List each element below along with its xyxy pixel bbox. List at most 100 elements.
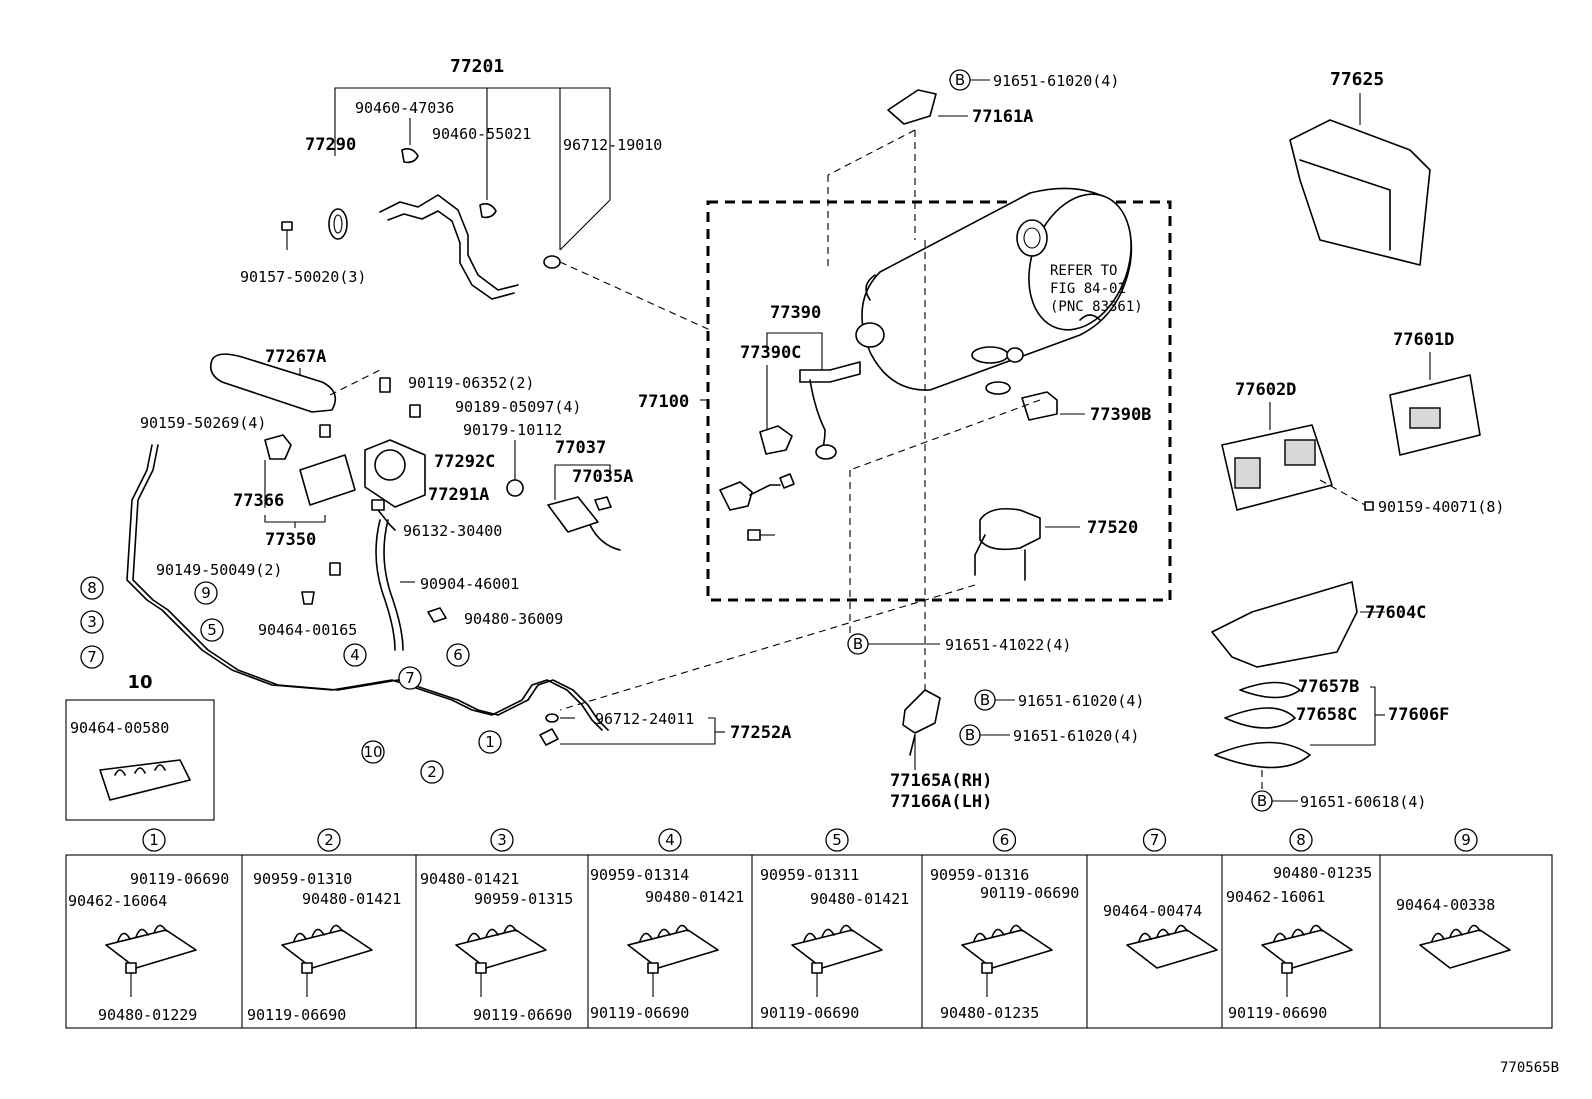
callout-6[interactable]: 6: [446, 643, 470, 667]
panel-3-part-label[interactable]: 90119-06690: [473, 1006, 572, 1024]
refer-line-2[interactable]: FIG 84-01: [1050, 281, 1126, 297]
label-77267A[interactable]: 77267A: [265, 347, 326, 367]
label-90904-46001[interactable]: 90904-46001: [420, 575, 519, 593]
label-77037[interactable]: 77037: [555, 438, 606, 458]
bolt-letter: B: [965, 726, 975, 744]
panel-3-part-label[interactable]: 90480-01421: [420, 870, 519, 888]
label-96712-19010[interactable]: 96712-19010: [563, 136, 662, 154]
fuel-line-icon: [126, 444, 603, 731]
panel-callout-6[interactable]: 6: [992, 828, 1017, 852]
panel-4-part-label[interactable]: 90959-01314: [590, 866, 689, 884]
panel-4-part-label[interactable]: 90119-06690: [590, 1004, 689, 1022]
label-90464-00580[interactable]: 90464-00580: [70, 719, 169, 737]
tank-assembly-box: [706, 200, 1172, 602]
callout-9[interactable]: 9: [194, 581, 218, 605]
label-90460-55021[interactable]: 90460-55021: [432, 125, 531, 143]
panel-2-part-label[interactable]: 90480-01421: [302, 890, 401, 908]
label-90179-10112[interactable]: 90179-10112: [463, 421, 562, 439]
label-77366[interactable]: 77366: [233, 491, 284, 511]
panel-2-part-label[interactable]: 90119-06690: [247, 1006, 346, 1024]
label-90189-05097[interactable]: 90189-05097(4): [455, 398, 581, 416]
label-77602D[interactable]: 77602D: [1235, 380, 1296, 400]
label-77291A[interactable]: 77291A: [428, 485, 489, 505]
label-90460-47036[interactable]: 90460-47036: [355, 99, 454, 117]
panel-callout-4[interactable]: 4: [658, 828, 682, 852]
panel-callout-8[interactable]: 8: [1289, 828, 1313, 852]
panel-5-part-label[interactable]: 90959-01311: [760, 866, 859, 884]
panel-1-part-label[interactable]: 90480-01229: [98, 1006, 197, 1024]
callout-10[interactable]: 10: [361, 740, 385, 764]
label-77350[interactable]: 77350: [265, 530, 316, 550]
callout-2[interactable]: 2: [420, 760, 444, 784]
bracket-icon: [799, 361, 861, 383]
panel-3-part-label[interactable]: 90959-01315: [474, 890, 573, 908]
label-91651-61020-top[interactable]: 91651-61020(4): [993, 72, 1119, 90]
label-77390B[interactable]: 77390B: [1090, 405, 1151, 425]
panel-1-part-label[interactable]: 90462-16064: [68, 892, 167, 910]
label-77100[interactable]: 77100: [638, 392, 689, 412]
label-77606F[interactable]: 77606F: [1388, 705, 1449, 725]
label-77201[interactable]: 77201: [450, 56, 504, 77]
panel-5-part-label[interactable]: 90119-06690: [760, 1004, 859, 1022]
panel-callout-9[interactable]: 9: [1454, 828, 1478, 852]
panel-callout-1[interactable]: 1: [142, 828, 166, 852]
label-77390[interactable]: 77390: [770, 303, 821, 323]
panel-callout-label: 5: [832, 831, 842, 849]
o-ring-icon: [543, 255, 561, 269]
callout-10[interactable]: 10: [127, 672, 152, 693]
label-77604C[interactable]: 77604C: [1365, 603, 1426, 623]
label-91651-61020-mid1[interactable]: 91651-61020(4): [1018, 692, 1144, 710]
label-77658C[interactable]: 77658C: [1296, 705, 1357, 725]
panel-6-part-label[interactable]: 90959-01316: [930, 866, 1029, 884]
panel-2-part-label[interactable]: 90959-01310: [253, 870, 352, 888]
label-77520[interactable]: 77520: [1087, 518, 1138, 538]
panel-4-bolt-icon: [647, 962, 659, 974]
label-77161A[interactable]: 77161A: [972, 107, 1033, 127]
callout-4[interactable]: 4: [343, 643, 367, 667]
label-90480-36009[interactable]: 90480-36009: [464, 610, 563, 628]
label-90159-50269[interactable]: 90159-50269(4): [140, 414, 266, 432]
callout-label: 6: [453, 646, 463, 664]
panel-1-part-label[interactable]: 90119-06690: [130, 870, 229, 888]
panel-callout-2[interactable]: 2: [317, 828, 341, 852]
label-91651-41022[interactable]: 91651-41022(4): [945, 636, 1071, 654]
label-96132-30400[interactable]: 96132-30400: [403, 522, 502, 540]
panel-callout-7[interactable]: 7: [1142, 828, 1167, 852]
panel-8-part-label[interactable]: 90480-01235: [1273, 864, 1372, 882]
panel-callout-5[interactable]: 5: [825, 828, 849, 852]
panel-2-clamp-icon: [281, 929, 373, 969]
label-90119-06352[interactable]: 90119-06352(2): [408, 374, 534, 392]
label-90157-50020[interactable]: 90157-50020(3): [240, 268, 366, 286]
label-96712-24011[interactable]: 96712-24011: [595, 710, 694, 728]
panel-6-part-label[interactable]: 90119-06690: [980, 884, 1079, 902]
label-90149-50049[interactable]: 90149-50049(2): [156, 561, 282, 579]
label-77165A[interactable]: 77165A(RH): [890, 771, 992, 791]
label-90159-40071[interactable]: 90159-40071(8): [1378, 498, 1504, 516]
label-77252A[interactable]: 77252A: [730, 723, 791, 743]
panel-8-part-label[interactable]: 90462-16061: [1226, 888, 1325, 906]
panel-7-part-label[interactable]: 90464-00474: [1103, 902, 1202, 920]
label-77035A[interactable]: 77035A: [572, 467, 633, 487]
panel-callout-3[interactable]: 3: [490, 828, 514, 852]
label-77390C[interactable]: 77390C: [740, 343, 801, 363]
callout-1[interactable]: 1: [478, 730, 502, 754]
label-77657B[interactable]: 77657B: [1298, 677, 1359, 697]
label-77601D[interactable]: 77601D: [1393, 330, 1454, 350]
panel-5-part-label[interactable]: 90480-01421: [810, 890, 909, 908]
panel-4-part-label[interactable]: 90480-01421: [645, 888, 744, 906]
label-77292C[interactable]: 77292C: [434, 452, 495, 472]
label-91651-61020-mid2[interactable]: 91651-61020(4): [1013, 727, 1139, 745]
panel-6-part-label[interactable]: 90480-01235: [940, 1004, 1039, 1022]
label-77290[interactable]: 77290: [305, 135, 356, 155]
callout-8[interactable]: 8: [80, 576, 104, 600]
callout-3[interactable]: 3: [80, 610, 104, 634]
label-77625[interactable]: 77625: [1330, 69, 1384, 90]
callout-7[interactable]: 7: [398, 666, 422, 690]
panel-8-part-label[interactable]: 90119-06690: [1228, 1004, 1327, 1022]
label-91651-60618[interactable]: 91651-60618(4): [1300, 793, 1426, 811]
label-90464-00165[interactable]: 90464-00165: [258, 621, 357, 639]
callout-5[interactable]: 5: [200, 618, 224, 642]
callout-7[interactable]: 7: [80, 645, 104, 669]
panel-9-part-label[interactable]: 90464-00338: [1396, 896, 1495, 914]
label-77166A[interactable]: 77166A(LH): [890, 792, 992, 812]
